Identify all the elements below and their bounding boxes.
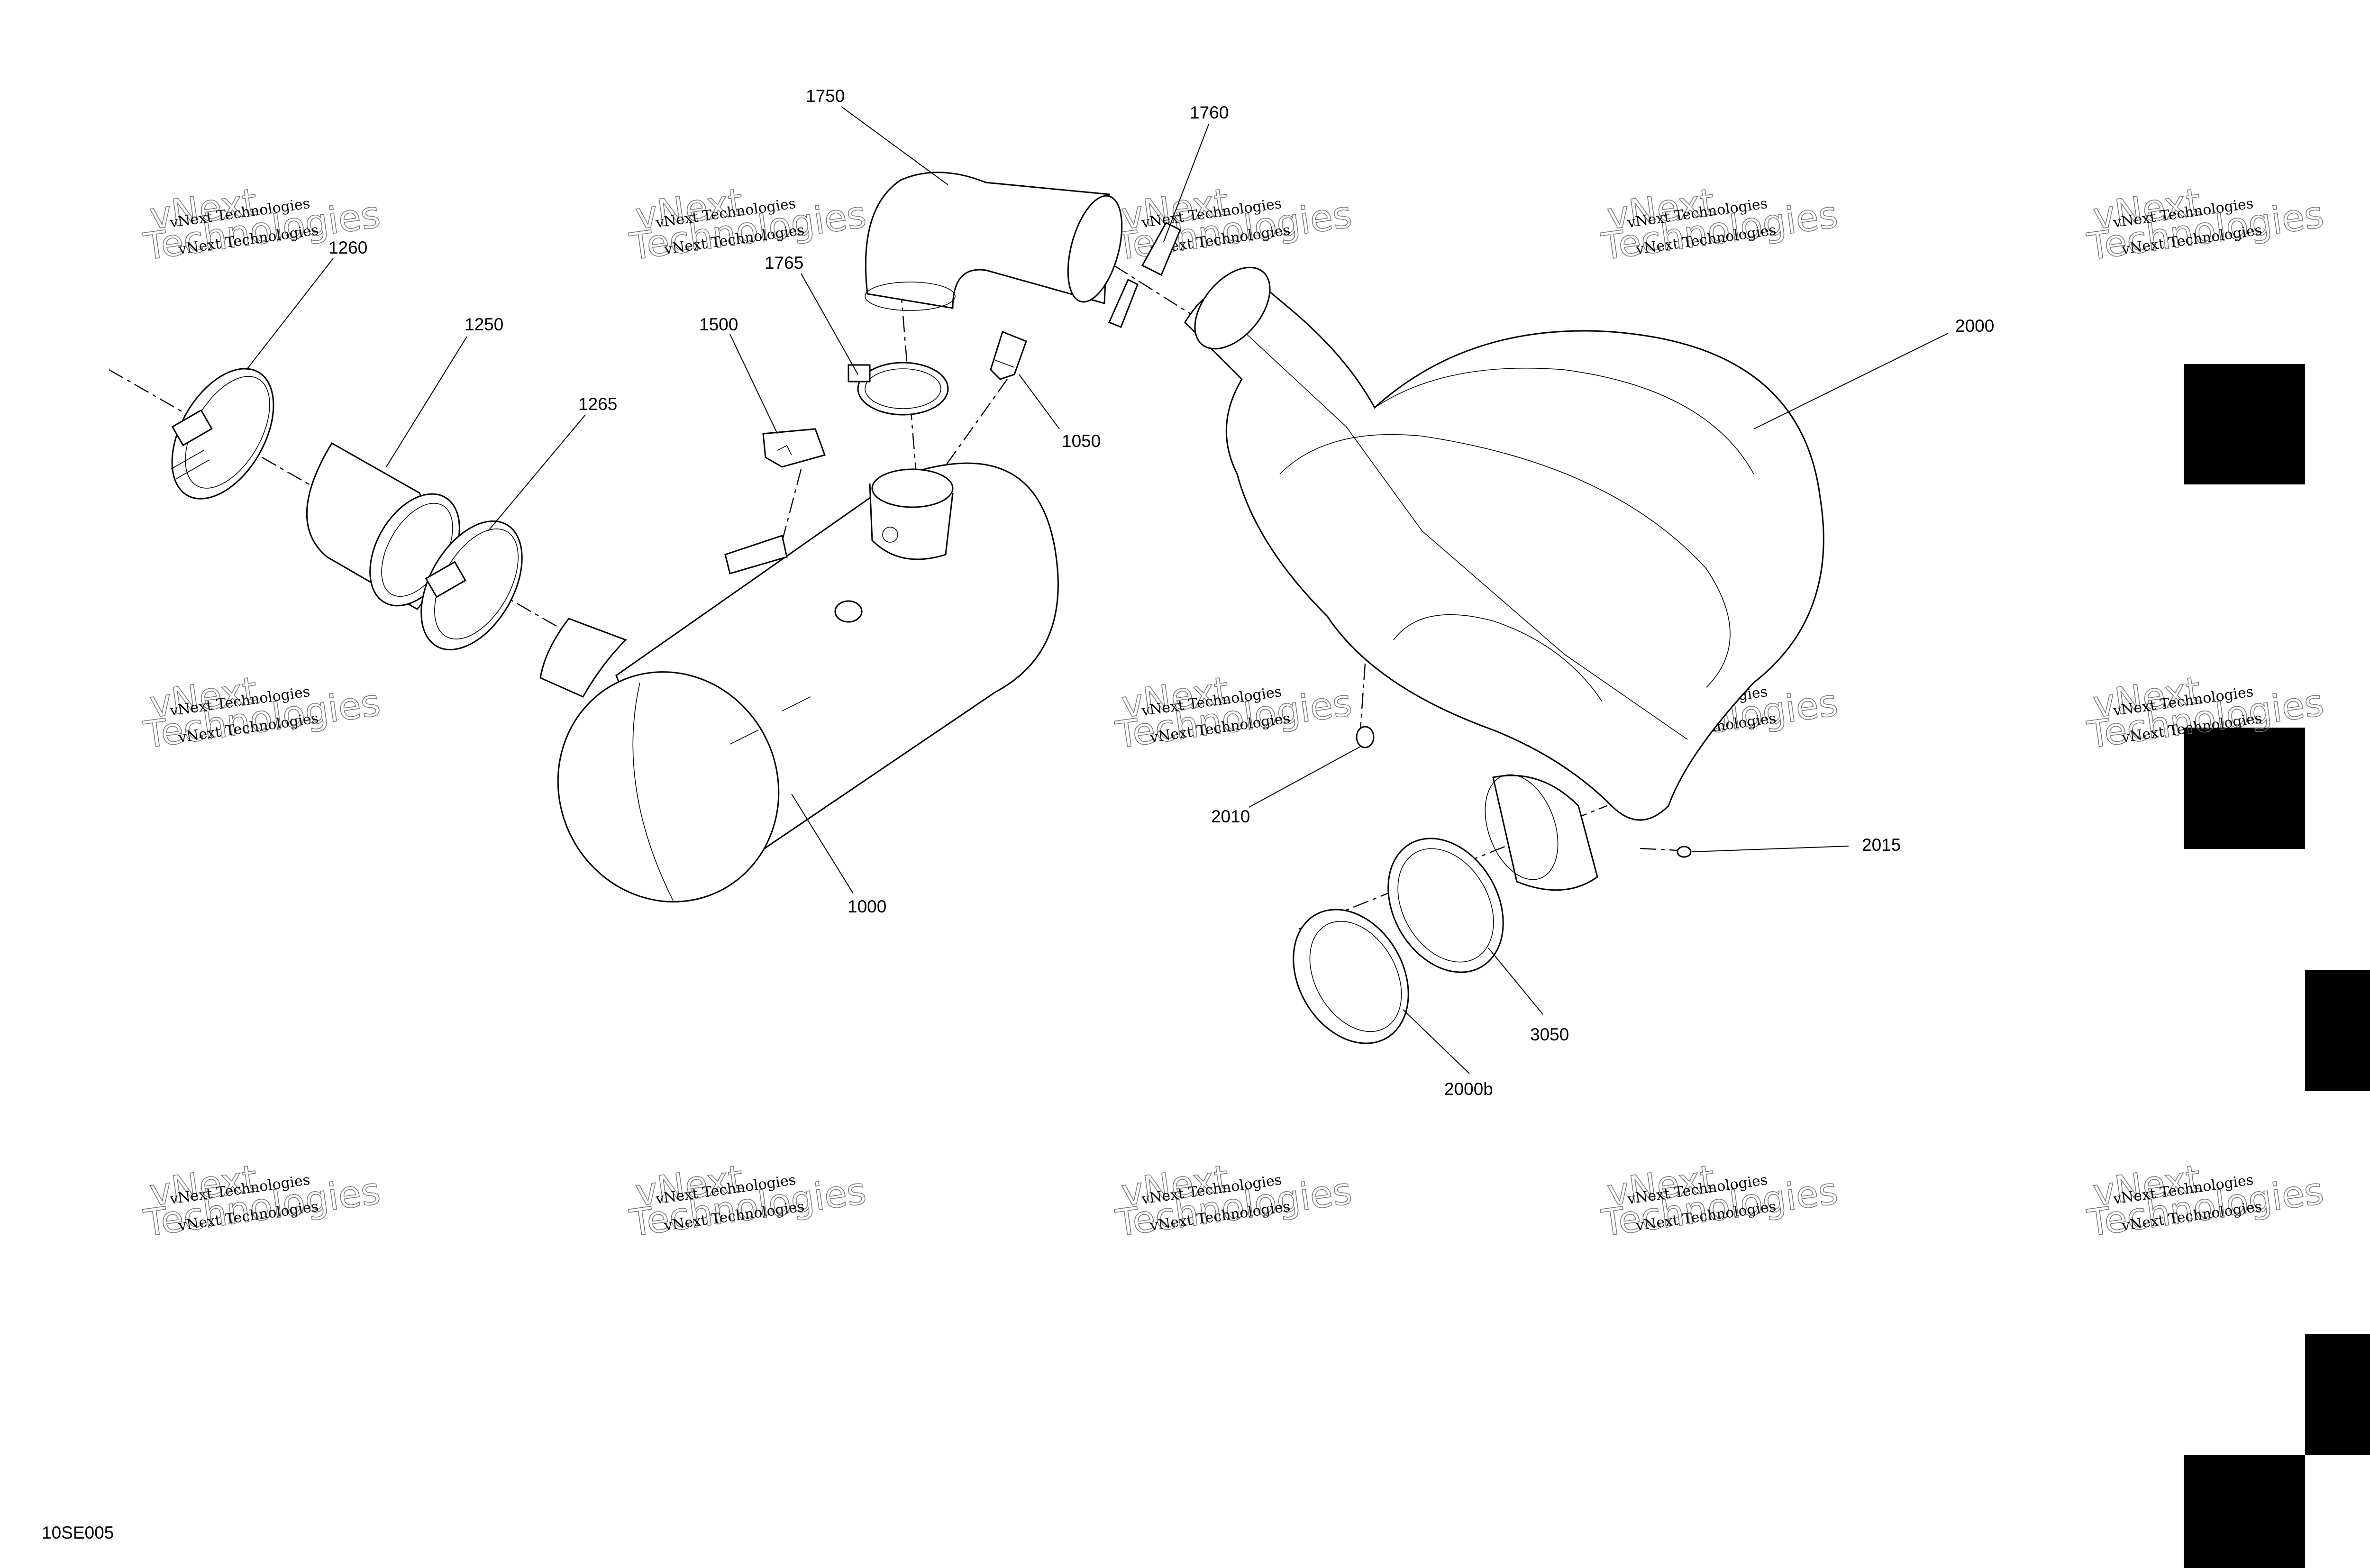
leader-1500: [729, 334, 778, 434]
callout-2000b: 2000b: [1444, 1079, 1493, 1099]
registration-block: [2184, 1455, 2305, 1568]
hose-clamp-1265: [420, 520, 523, 651]
nut-2000b: [1293, 909, 1409, 1044]
callout-1050: 1050: [1062, 431, 1101, 451]
callout-2000: 2000: [1955, 316, 1994, 336]
resonator-2000: [1184, 266, 1824, 891]
callout-2010: 2010: [1211, 807, 1250, 826]
registration-block: [2184, 728, 2305, 849]
leader-2015: [1692, 846, 1849, 852]
callout-2015: 2015: [1862, 835, 1901, 855]
callout-1000: 1000: [848, 897, 886, 916]
leader-2000b: [1403, 1009, 1470, 1074]
callout-labels: 1750 1760 1260 1250 1765 1500 1265 1050 …: [328, 86, 1994, 1099]
watermark: vNext Technologies vNext Technologies vN…: [1112, 1157, 1355, 1246]
watermark: vNext Technologies vNext Technologies vN…: [2084, 1157, 2326, 1246]
watermark: vNext Technologies vNext Technologies vN…: [1112, 669, 1355, 757]
leader-1750: [841, 106, 948, 185]
leader-3050: [1488, 948, 1543, 1015]
callout-1750: 1750: [806, 86, 845, 106]
registration-block: [2184, 364, 2305, 484]
watermark: vNext Technologies vNext Technologies vN…: [627, 1157, 869, 1246]
elbow-hose-1750: [865, 172, 1123, 311]
sensor-1050: [990, 331, 1027, 380]
leader-2000: [1753, 333, 1949, 429]
callout-1260: 1260: [328, 238, 367, 257]
watermark: vNext Technologies vNext Technologies vN…: [1598, 1157, 1841, 1246]
watermark: vNext Technologies vNext Technologies vN…: [141, 1157, 383, 1246]
gasket-3050: [1387, 838, 1504, 973]
leader-2010: [1249, 746, 1361, 808]
leader-lines: [246, 106, 1949, 1074]
registration-block: [2305, 1334, 2370, 1455]
callout-1765: 1765: [765, 253, 803, 273]
leader-1265: [488, 414, 586, 531]
leader-1260: [246, 258, 334, 370]
callout-1250: 1250: [465, 315, 503, 334]
hose-clamp-1260: [170, 368, 274, 500]
axis-elbow: [1113, 264, 1204, 323]
leader-1050: [1019, 374, 1060, 429]
watermark: vNext Technologies vNext Technologies vN…: [2084, 181, 2326, 269]
watermark: vNext Technologies vNext Technologies vN…: [1598, 181, 1841, 269]
watermark: vNext Technologies vNext Technologies vN…: [141, 669, 383, 757]
watermark: vNext Technologies vNext Technologies vN…: [1112, 181, 1355, 269]
watermark: vNext Technologies vNext Technologies vN…: [141, 181, 383, 269]
axis-drain: [1359, 663, 1366, 730]
watermark: vNext Technologies vNext Technologies vN…: [627, 181, 869, 269]
leader-1765: [801, 273, 858, 375]
registration-marks: [2184, 364, 2370, 1568]
clamp-ring-1765: [848, 362, 949, 416]
connector-1500: [762, 428, 826, 468]
callout-1760: 1760: [1190, 103, 1229, 122]
clip-1760: [1108, 222, 1181, 328]
registration-block: [2305, 970, 2370, 1091]
leader-1250: [386, 336, 467, 467]
callout-1500: 1500: [699, 315, 738, 334]
leader-1000: [791, 793, 854, 894]
muffler-1000: [539, 462, 1059, 903]
callout-1265: 1265: [578, 394, 617, 414]
diagram-code: 10SE005: [42, 1523, 114, 1542]
watermark: vNext Technologies vNext Technologies vN…: [2084, 669, 2326, 757]
axis-connector: [776, 469, 802, 560]
callout-3050: 3050: [1530, 1025, 1569, 1044]
leader-1760: [1163, 124, 1209, 242]
